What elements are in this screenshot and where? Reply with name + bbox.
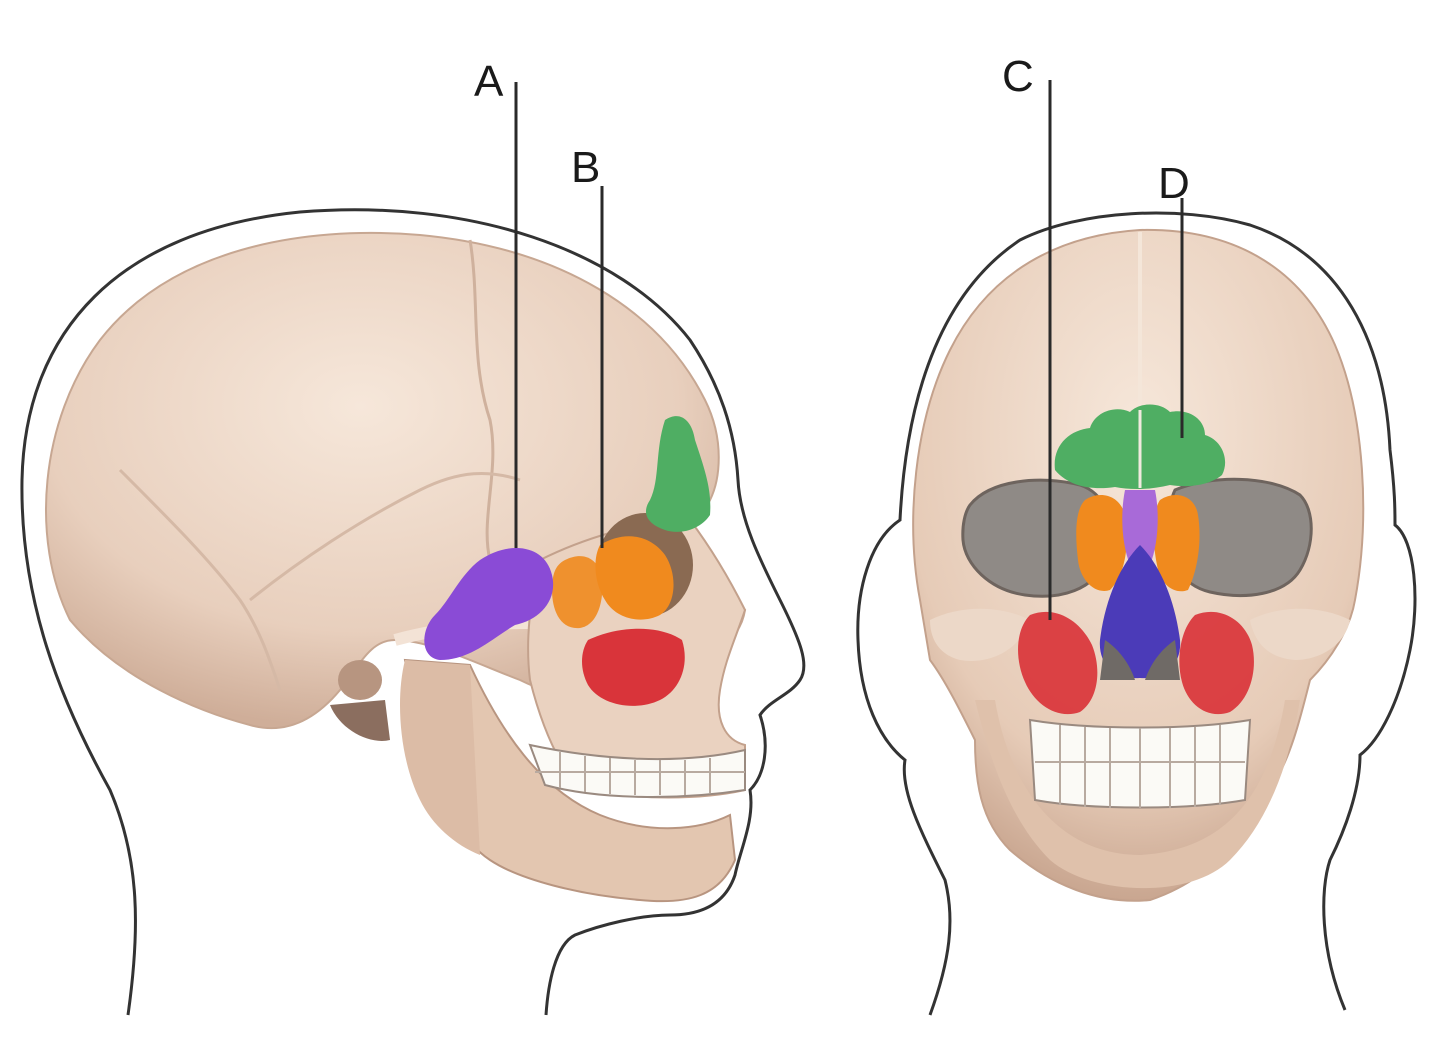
ethmoid-sinus-anterior-right xyxy=(1076,495,1127,591)
sphenoid-sinus-lateral xyxy=(424,548,554,660)
label-a: A xyxy=(474,57,504,106)
labels: A B C D xyxy=(474,52,1190,620)
front-view xyxy=(856,211,1417,1016)
ethmoid-sinus-lateral xyxy=(595,536,674,620)
teeth-anterior xyxy=(1028,718,1252,809)
maxillary-sinus-lateral xyxy=(582,628,685,706)
maxillary-sinus-anterior-left xyxy=(1179,611,1254,715)
maxillary-sinus-anterior-right xyxy=(1018,611,1098,715)
side-view xyxy=(20,208,806,1016)
head-outline-lateral xyxy=(20,208,806,1016)
label-d: D xyxy=(1158,159,1190,208)
ethmoid-sinus-anterior-left xyxy=(1153,495,1200,592)
head-outline-anterior xyxy=(856,211,1417,1016)
label-c: C xyxy=(1002,52,1034,101)
label-b: B xyxy=(571,143,600,192)
frontal-sinus-lateral xyxy=(645,416,711,532)
mandible-anterior xyxy=(975,700,1300,889)
teeth-lateral xyxy=(528,743,746,798)
sphenoid-sinus-anterior xyxy=(1122,490,1158,565)
nasal-cavity xyxy=(1099,545,1181,679)
